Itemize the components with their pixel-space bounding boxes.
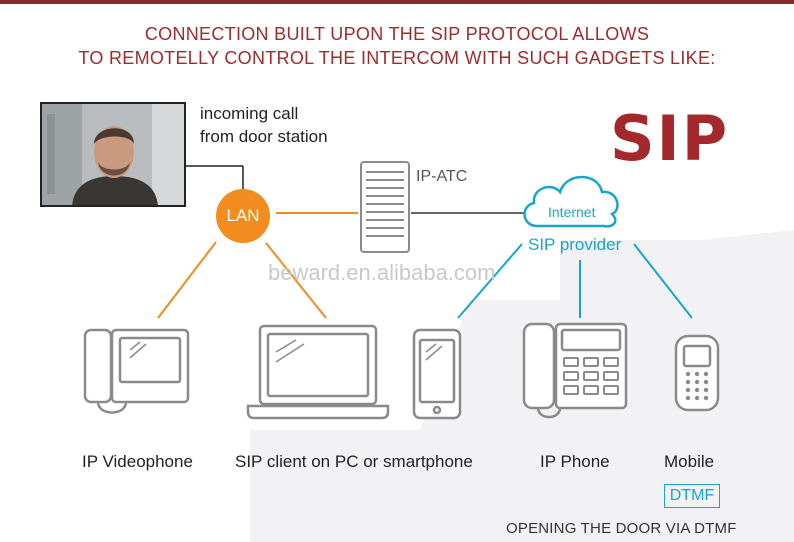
caption-mobile: Mobile [664, 452, 714, 472]
caption-ip-videophone: IP Videophone [82, 452, 193, 472]
ip-atc-server-icon [361, 162, 409, 252]
ip-atc-label: IP-ATC [416, 168, 467, 186]
incoming-call-line-2: from door station [200, 127, 328, 147]
mobile-phone-icon [676, 336, 718, 410]
ip-phone-icon [524, 324, 626, 417]
lan-to-videophone-line [158, 242, 216, 318]
smartphone-icon [414, 330, 460, 418]
dtmf-label: DTMF [670, 487, 714, 505]
sip-logo: SIP [610, 108, 729, 170]
door-station-photo [40, 102, 186, 207]
internet-label: Internet [548, 204, 595, 220]
caption-ip-phone: IP Phone [540, 452, 610, 472]
dtmf-badge: DTMF [664, 484, 720, 508]
lan-label: LAN [226, 206, 259, 226]
ip-videophone-icon [85, 330, 188, 413]
footer-opening-text: OPENING THE DOOR VIA DTMF [506, 520, 737, 537]
person-photo-icon [42, 104, 186, 207]
sip-provider-label: SIP provider [528, 235, 621, 255]
caption-sip-client: SIP client on PC or smartphone [235, 452, 473, 472]
laptop-icon [248, 326, 388, 418]
watermark: beward.en.alibaba.com [268, 260, 495, 286]
lan-node: LAN [216, 189, 270, 243]
incoming-call-line-1: incoming call [200, 104, 298, 124]
